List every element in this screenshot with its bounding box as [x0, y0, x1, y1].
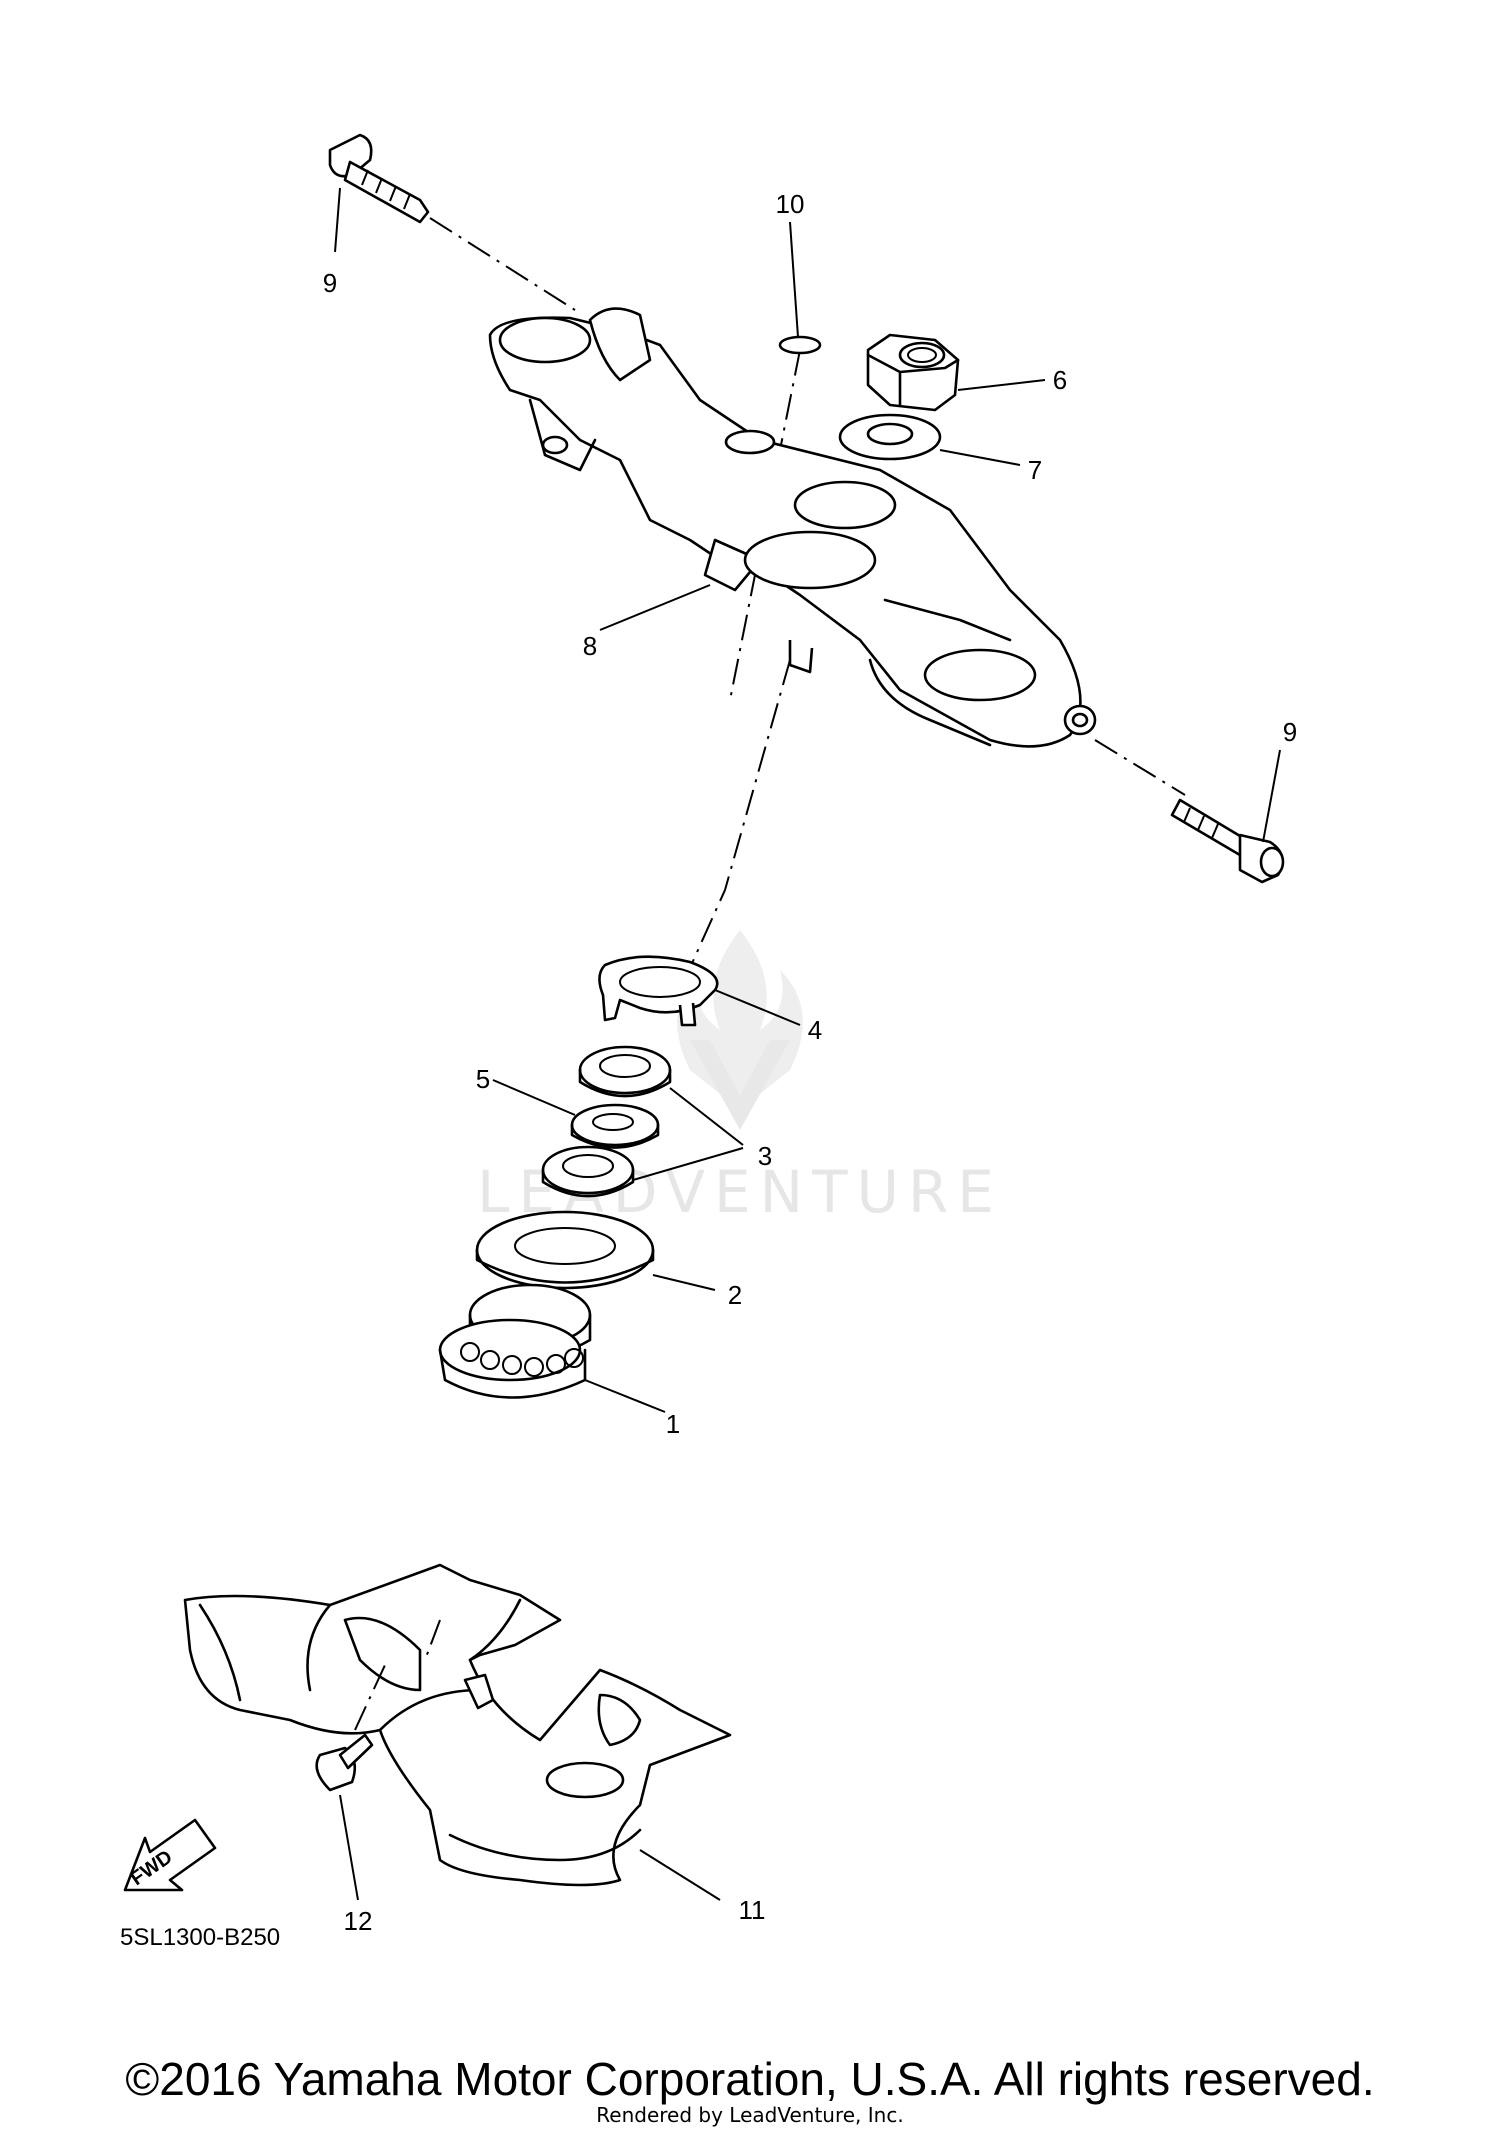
- callout-4: 4: [808, 1015, 822, 1045]
- cover-11: [183, 1563, 732, 1887]
- ring-nut-3-upper: [578, 1045, 672, 1098]
- callout-10: 10: [776, 189, 805, 219]
- callout-5: 5: [476, 1064, 490, 1094]
- callout-11: 11: [739, 1895, 766, 1925]
- callout-6: 6: [1053, 365, 1067, 395]
- rendered-by-notice: Rendered by LeadVenture, Inc.: [596, 2103, 904, 2127]
- nut-6: [866, 333, 960, 412]
- washer-5: [570, 1103, 660, 1149]
- washer-10: [778, 335, 822, 355]
- lock-washer-4: [598, 955, 719, 1027]
- copyright-notice: ©2016 Yamaha Motor Corporation, U.S.A. A…: [125, 2053, 1375, 2105]
- bearing-race-2: [475, 1210, 655, 1290]
- bolt-9-lower-axis: [1094, 739, 1186, 796]
- washer-7: [838, 413, 942, 461]
- center-axis-line-lower: [679, 659, 791, 991]
- bolt-9-upper-axis: [429, 217, 576, 311]
- callout-9-upper: 9: [323, 268, 337, 298]
- ball-bearing-1: [438, 1283, 592, 1399]
- ring-nut-3-lower: [541, 1145, 635, 1198]
- drawing-number: 5SL1300-B250: [120, 1924, 280, 1951]
- callout-numbers: 9 10 6 7 8 9 4 5 3 2 1 11 12: [323, 189, 1297, 1936]
- callout-9-lower: 9: [1283, 717, 1297, 747]
- callout-12: 12: [344, 1906, 373, 1936]
- screw-12: [315, 1664, 386, 1792]
- center-axis-line: [729, 349, 801, 701]
- callout-2: 2: [728, 1280, 742, 1310]
- leader-lines: [334, 187, 1281, 1901]
- callout-1: 1: [666, 1409, 680, 1439]
- upper-bracket-8: [488, 307, 1097, 748]
- callout-8: 8: [583, 631, 597, 661]
- callout-7: 7: [1028, 455, 1042, 485]
- callout-3: 3: [758, 1141, 772, 1171]
- bolt-9-lower: [1170, 798, 1285, 884]
- fwd-arrow-icon: FWD: [123, 1818, 217, 1892]
- bolt-9-upper: [328, 133, 430, 224]
